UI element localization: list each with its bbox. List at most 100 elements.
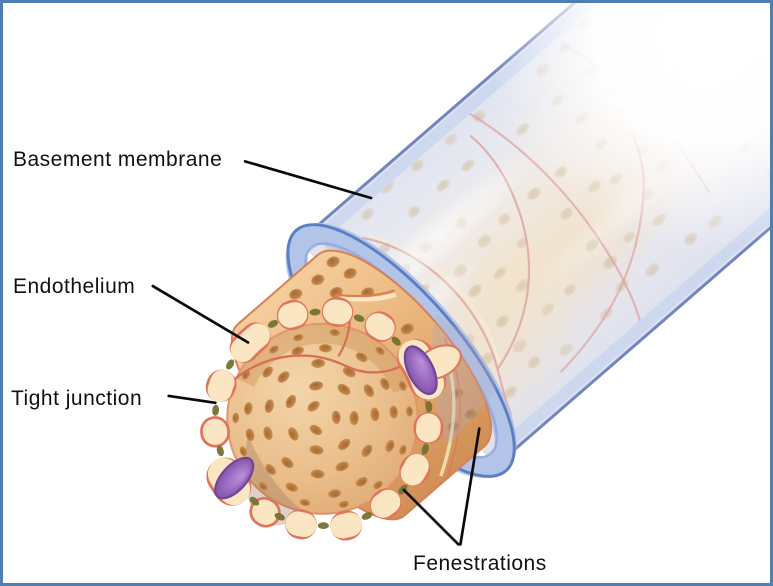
fenestration-hole	[343, 268, 357, 279]
fenestration-through-membrane	[497, 212, 512, 226]
fenestration-through-membrane	[577, 16, 593, 31]
fenestration-through-membrane	[514, 278, 531, 293]
fenestration-hole	[309, 445, 324, 455]
tight-junction-mark	[421, 443, 429, 455]
fenestration-through-membrane	[617, 104, 631, 118]
fenestration-through-membrane	[407, 204, 422, 219]
fenestration-hole	[389, 405, 398, 419]
gloss-highlight	[526, 145, 701, 298]
lumen-wall-shading	[236, 323, 412, 394]
endothelial-nucleus	[214, 456, 255, 500]
fenestration-hole	[311, 358, 326, 368]
tight-junction-mark	[274, 512, 285, 521]
tight-junction-mark	[212, 404, 220, 416]
fenestration-hole	[375, 346, 385, 356]
fenestration-hole	[329, 329, 341, 337]
fenestration-through-membrane	[360, 207, 375, 221]
fenestration-hole	[245, 428, 255, 442]
fenestration-hole	[269, 345, 279, 354]
fenestration-through-membrane	[766, 164, 770, 179]
fenestration-hole	[285, 394, 297, 409]
fenestration-hole	[289, 288, 303, 300]
fenestration-hole	[406, 406, 413, 417]
capillary-lumen	[226, 322, 419, 515]
label-endothelium: Endothelium	[13, 275, 136, 298]
fenestration-hole	[337, 383, 351, 396]
fenestration-hole	[363, 384, 375, 398]
cell-boundary-line	[469, 134, 530, 370]
fenestration-through-membrane	[604, 83, 620, 98]
fenestration-through-membrane	[460, 158, 476, 173]
fenestration-hole	[326, 256, 340, 268]
fenestration-through-membrane	[626, 17, 641, 32]
fenestration-through-membrane	[550, 93, 566, 107]
fenestration-through-membrane	[535, 62, 551, 78]
fenestration-hole	[309, 381, 324, 391]
fenestration-hole	[399, 444, 407, 455]
fenestration-hole	[398, 380, 407, 391]
fenestration-hole	[291, 346, 304, 356]
fenestration-through-membrane	[643, 84, 658, 99]
label-fenestrations: Fenestrations	[413, 552, 547, 575]
fenestration-hole	[338, 438, 351, 451]
fenestrations-leader-line-left	[402, 488, 460, 546]
fenestration-hole	[380, 377, 390, 390]
fenestration-through-membrane	[644, 262, 661, 278]
label-basement-membrane: Basement membrane	[13, 148, 223, 171]
fenestration-through-membrane	[472, 109, 487, 124]
cell-boundary-line	[335, 289, 396, 298]
fenestration-hole	[258, 481, 268, 491]
fenestration-through-membrane	[653, 48, 669, 63]
fenestration-through-membrane	[511, 338, 528, 354]
fenestration-hole	[232, 412, 240, 424]
cell-boundary-line	[232, 354, 411, 382]
tight-junction-mark	[216, 445, 224, 457]
fenestration-through-membrane	[737, 139, 753, 154]
fenestration-hole	[307, 401, 320, 412]
fenestration-through-membrane	[586, 179, 603, 194]
fenestration-through-membrane	[710, 113, 728, 130]
cell-boundary-line	[560, 42, 711, 194]
fenestration-hole	[319, 344, 332, 353]
fenestration-hole	[244, 402, 253, 415]
fenestration-hole	[310, 469, 325, 479]
fenestration-hole	[331, 410, 341, 425]
tight-junction-mark	[391, 336, 401, 346]
endothelium-leader-line	[151, 284, 250, 344]
endothelial-nucleus	[403, 345, 438, 396]
fenestrated-capillary-diagram	[151, 3, 770, 546]
fenestration-hole	[239, 446, 248, 457]
fenestration-hole	[464, 408, 478, 420]
tight-junction-leader-line	[167, 394, 217, 405]
fenestration-through-membrane	[503, 385, 518, 399]
tight-junction-mark	[249, 496, 260, 506]
fenestration-through-membrane	[625, 71, 641, 87]
tight-junction-mark	[309, 308, 321, 316]
fenestration-hole	[262, 366, 274, 378]
fenestration-through-membrane	[602, 254, 619, 271]
tight-junction-mark	[353, 314, 365, 322]
fenestration-hole	[328, 489, 342, 498]
fenestration-hole	[338, 500, 350, 508]
fenestration-hole	[309, 424, 323, 435]
fenestration-hole	[385, 439, 395, 453]
fenestration-through-membrane	[444, 133, 458, 147]
cell-boundary-line	[559, 132, 645, 373]
tight-junction-mark	[425, 401, 433, 413]
capillary-cut-face	[200, 296, 497, 541]
fenestration-hole	[277, 371, 290, 383]
fenestration-through-membrane	[539, 302, 556, 317]
fenestration-hole	[285, 482, 298, 492]
fenestration-hole	[335, 461, 349, 472]
fenestration-through-membrane	[526, 355, 541, 370]
fenestration-through-membrane	[558, 342, 574, 357]
fenestrations-leader-line-right	[459, 427, 481, 546]
fenestration-through-membrane	[553, 165, 568, 179]
fenestration-through-membrane	[563, 283, 577, 297]
fenestration-through-membrane	[574, 111, 590, 126]
fenestration-through-membrane	[593, 137, 609, 152]
fenestration-through-membrane	[683, 231, 699, 247]
fenestration-hole	[355, 352, 368, 363]
fenestration-through-membrane	[476, 233, 493, 249]
